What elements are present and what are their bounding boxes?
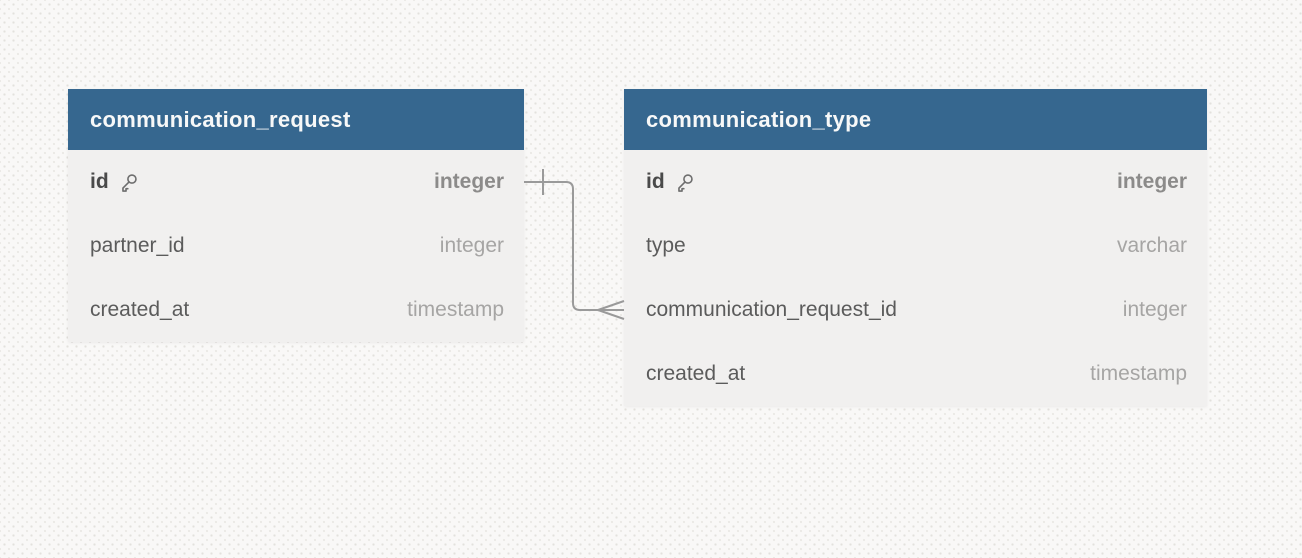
table-body: id integer type varchar communication_re… [624, 150, 1207, 406]
table-header[interactable]: communication_type [624, 89, 1207, 150]
field-name: partner_id [90, 234, 185, 257]
field-name: communication_request_id [646, 298, 897, 321]
field-name: type [646, 234, 686, 257]
relationship-line [524, 181, 624, 311]
field-row-type[interactable]: type varchar [624, 214, 1207, 278]
primary-key-icon [674, 172, 695, 193]
field-type: timestamp [407, 298, 504, 321]
table-header[interactable]: communication_request [68, 89, 524, 150]
table-title: communication_request [90, 106, 351, 132]
relationship-connector[interactable] [524, 160, 625, 330]
field-name: created_at [646, 362, 746, 385]
table-body: id integer partner_id integer created_at [68, 150, 524, 342]
table-communication-type[interactable]: communication_type id integer type varch… [624, 89, 1207, 406]
field-type: varchar [1116, 234, 1187, 257]
many-cardinality-marker [597, 300, 625, 320]
field-name: created_at [90, 298, 190, 321]
field-type: integer [1116, 170, 1187, 193]
field-type: timestamp [1090, 362, 1187, 385]
field-row-id[interactable]: id integer [624, 150, 1207, 214]
field-name: id [646, 170, 665, 193]
field-type: integer [433, 170, 504, 193]
field-row-created-at[interactable]: created_at timestamp [624, 342, 1207, 406]
table-title: communication_type [646, 106, 872, 132]
field-type: integer [439, 234, 504, 257]
field-row-created-at[interactable]: created_at timestamp [68, 278, 524, 342]
primary-key-icon [118, 172, 139, 193]
field-row-partner-id[interactable]: partner_id integer [68, 214, 524, 278]
field-name: id [90, 170, 109, 193]
field-row-id[interactable]: id integer [68, 150, 524, 214]
table-communication-request[interactable]: communication_request id integer partner… [68, 89, 524, 342]
field-type: integer [1122, 298, 1187, 321]
field-row-communication-request-id[interactable]: communication_request_id integer [624, 278, 1207, 342]
